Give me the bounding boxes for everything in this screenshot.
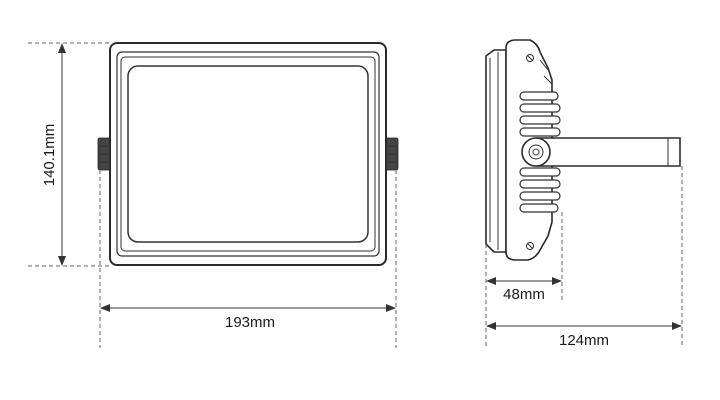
width-dimension: 193mm — [100, 304, 396, 331]
mounting-bracket — [535, 137, 681, 167]
height-label: 140.1mm — [41, 124, 58, 187]
total-depth-dimension: 124mm — [486, 322, 682, 349]
depth-dimension: 48mm — [486, 277, 562, 303]
right-mount-knob — [385, 137, 399, 171]
depth-label: 48mm — [503, 286, 545, 303]
width-label: 193mm — [225, 314, 275, 331]
total-depth-label: 124mm — [559, 332, 609, 349]
height-dimension: 140.1mm — [41, 43, 66, 266]
left-mount-knob — [97, 137, 111, 171]
side-lens-profile — [485, 49, 507, 253]
front-extension-lines — [28, 42, 397, 348]
front-view — [97, 42, 399, 266]
front-lens — [127, 65, 369, 243]
cooling-fins-top — [519, 91, 561, 137]
cooling-fins-bottom — [519, 167, 561, 213]
side-view — [485, 39, 681, 261]
side-extension-lines — [485, 166, 683, 348]
